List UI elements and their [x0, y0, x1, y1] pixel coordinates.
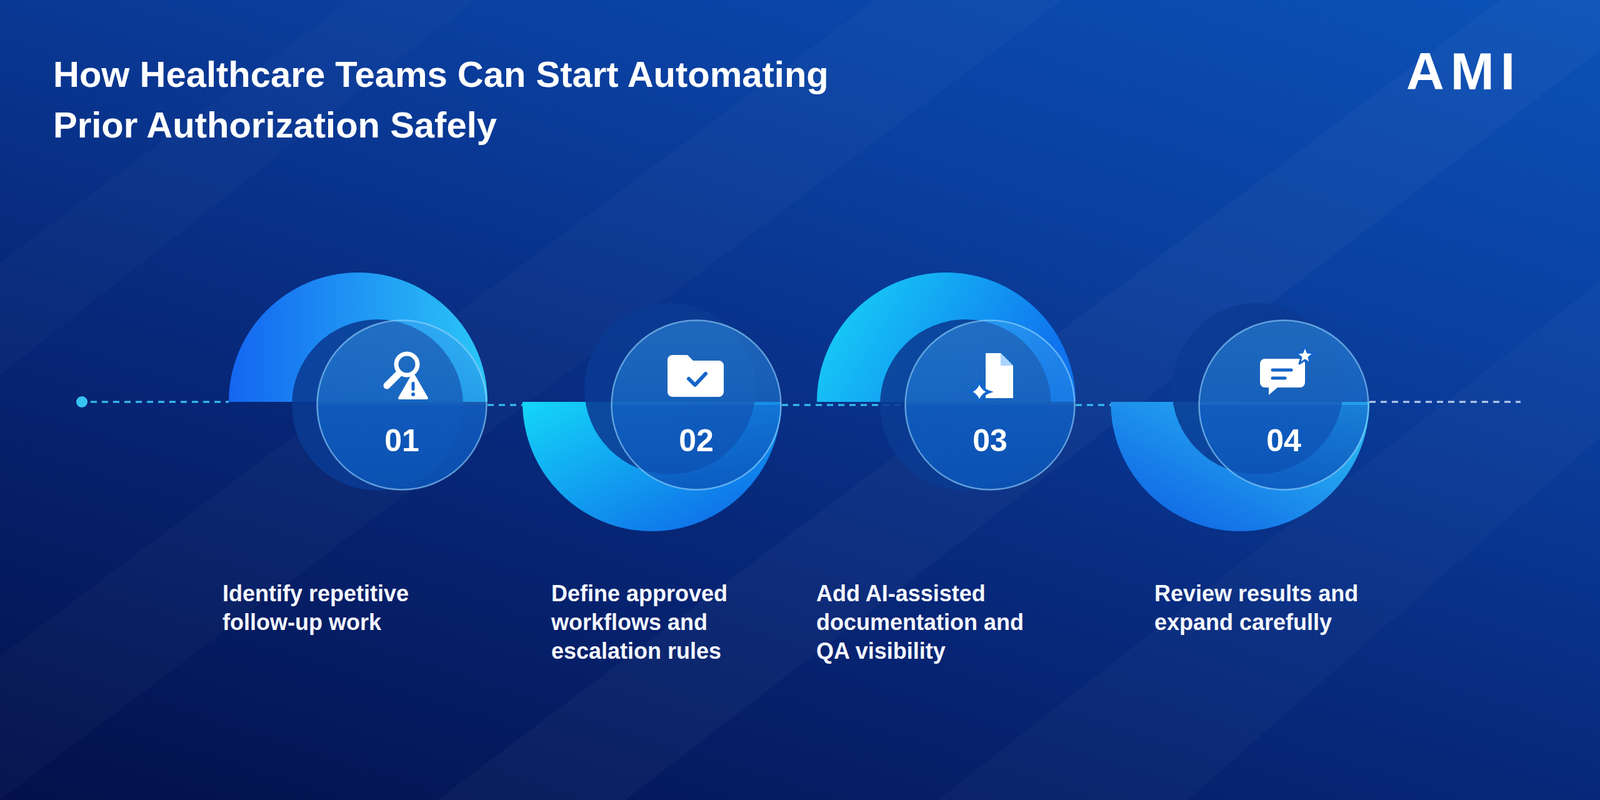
step-number: 01: [316, 421, 488, 460]
warning-mark: [411, 381, 415, 391]
glass-circle: [905, 320, 1075, 490]
diagram-title: How Healthcare Teams Can Start Automatin…: [53, 48, 885, 150]
chat-bubble: [1260, 358, 1305, 395]
warning-dot: [411, 392, 415, 397]
document-sparkle-icon: [969, 353, 1014, 404]
step-number: 04: [1198, 421, 1370, 460]
magnifier-lens: [396, 353, 418, 375]
folder-check-icon: [667, 355, 724, 397]
circle-outline: [316, 319, 488, 491]
timeline-tail-line: [1369, 401, 1521, 404]
step-circle: 02Define approved workflows and escalati…: [610, 319, 782, 491]
document-fold: [1000, 353, 1014, 366]
chat-star-icon: [1260, 346, 1314, 395]
glass-circle: [611, 320, 782, 490]
star: [1296, 346, 1314, 364]
timeline-start-dot: [76, 396, 88, 408]
brand-logo: AMI: [1406, 45, 1522, 98]
glass-circle: [1199, 320, 1369, 490]
warning-triangle: [399, 374, 427, 399]
search-warning-icon: [386, 353, 427, 399]
light-streak: [437, 0, 1600, 800]
magnifier-handle: [386, 373, 399, 386]
step-caption: Define approved workflows and escalation…: [551, 579, 783, 666]
step-circle: 03Add AI-assisted documentation and QA v…: [904, 319, 1076, 491]
step-circle: 01Identify repetitive follow-up work: [316, 319, 488, 491]
chat-line: [1272, 368, 1292, 372]
step-number: 03: [904, 421, 1076, 460]
document-shape: [985, 353, 1014, 399]
timeline-lead-line: [90, 401, 229, 404]
circle-outline: [610, 319, 782, 491]
check-mark: [688, 373, 706, 385]
sparkle: [969, 380, 990, 404]
step-number: 02: [610, 421, 782, 460]
circle-outline: [904, 319, 1076, 491]
step-circle: 04Review results and expand carefully: [1198, 319, 1370, 491]
light-streak: [0, 0, 1063, 800]
step-caption: Identify repetitive follow-up work: [222, 579, 454, 637]
step-caption: Review results and expand carefully: [1154, 579, 1386, 637]
step-caption: Add AI-assisted documentation and QA vis…: [816, 579, 1048, 666]
chat-line: [1272, 376, 1285, 380]
circle-outline: [1198, 319, 1370, 491]
glass-circle: [317, 320, 487, 490]
folder-shape: [667, 355, 724, 397]
